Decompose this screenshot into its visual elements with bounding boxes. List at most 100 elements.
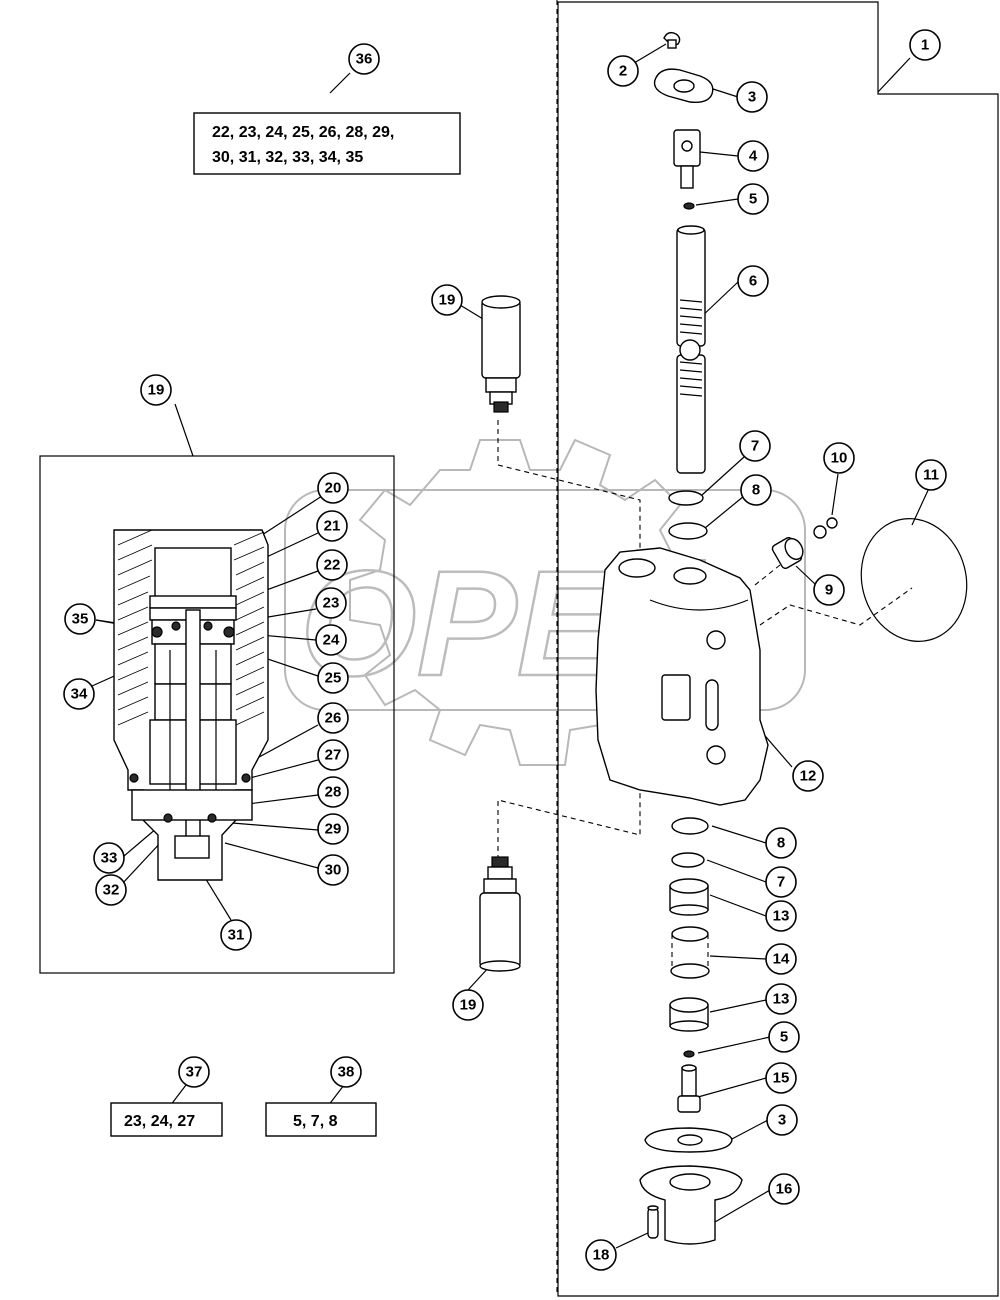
callout-14: 14 bbox=[765, 943, 797, 975]
callout-7-bottom: 7 bbox=[765, 866, 797, 898]
ball-part-5-bottom bbox=[683, 1050, 695, 1058]
svg-text:19: 19 bbox=[148, 382, 165, 399]
svg-text:7: 7 bbox=[751, 438, 759, 455]
svg-text:36: 36 bbox=[356, 51, 373, 68]
ball-part-5-top bbox=[683, 202, 695, 210]
svg-text:11: 11 bbox=[923, 467, 939, 484]
svg-text:33: 33 bbox=[101, 850, 118, 867]
svg-text:1: 1 bbox=[921, 37, 929, 54]
svg-text:19: 19 bbox=[439, 292, 456, 309]
ring-part-8-bottom bbox=[671, 817, 709, 835]
callout-27: 27 bbox=[317, 739, 349, 771]
oring-part-11 bbox=[860, 518, 968, 642]
ring-part-8-top bbox=[668, 522, 708, 540]
pin-part-15 bbox=[677, 1064, 701, 1113]
callout-23: 23 bbox=[315, 587, 347, 619]
callout-32: 32 bbox=[95, 874, 127, 906]
callout-8-bottom: 8 bbox=[765, 827, 797, 859]
screw-part-2 bbox=[663, 31, 681, 49]
svg-text:22: 22 bbox=[324, 557, 341, 574]
callout-3-bottom: 3 bbox=[766, 1104, 798, 1136]
callout-38: 38 bbox=[330, 1056, 362, 1088]
ring-part-7-top bbox=[668, 490, 704, 506]
callout-8-top: 8 bbox=[740, 474, 772, 506]
callout-22: 22 bbox=[316, 549, 348, 581]
ring-part-7-bottom bbox=[671, 852, 705, 868]
callout-1: 1 bbox=[909, 29, 941, 61]
callout-31: 31 bbox=[220, 919, 252, 951]
svg-text:5: 5 bbox=[749, 191, 757, 208]
svg-text:3: 3 bbox=[778, 1112, 786, 1129]
callout-5-bottom: 5 bbox=[768, 1021, 800, 1053]
callout-30: 30 bbox=[317, 854, 349, 886]
svg-text:30: 30 bbox=[325, 862, 342, 879]
main-stack-parts bbox=[595, 31, 968, 1245]
callout-9: 9 bbox=[813, 574, 845, 606]
svg-text:31: 31 bbox=[228, 927, 245, 944]
svg-text:14: 14 bbox=[773, 951, 790, 968]
svg-text:9: 9 bbox=[825, 582, 833, 599]
cartridge-valve-19-top bbox=[481, 295, 521, 413]
housing-part-12 bbox=[595, 547, 769, 806]
kit-36-line-2: 30, 31, 32, 33, 34, 35 bbox=[212, 149, 363, 166]
svg-text:34: 34 bbox=[71, 686, 88, 703]
callout-11: 11 bbox=[915, 459, 947, 491]
svg-text:20: 20 bbox=[325, 480, 342, 497]
svg-text:16: 16 bbox=[776, 1181, 793, 1198]
svg-text:27: 27 bbox=[325, 747, 342, 764]
svg-text:6: 6 bbox=[749, 273, 757, 290]
svg-text:24: 24 bbox=[323, 632, 340, 649]
svg-text:29: 29 bbox=[325, 821, 342, 838]
fitting-part-10 bbox=[813, 517, 838, 539]
callout-20: 20 bbox=[317, 472, 349, 504]
svg-text:26: 26 bbox=[325, 710, 342, 727]
svg-text:28: 28 bbox=[325, 784, 342, 801]
callout-26: 26 bbox=[317, 702, 349, 734]
svg-text:13: 13 bbox=[773, 908, 790, 925]
svg-text:38: 38 bbox=[338, 1064, 355, 1081]
svg-text:32: 32 bbox=[103, 882, 120, 899]
svg-text:19: 19 bbox=[460, 997, 477, 1014]
svg-text:8: 8 bbox=[777, 835, 785, 852]
callout-19-bottom: 19 bbox=[452, 989, 484, 1021]
callout-35: 35 bbox=[64, 603, 96, 635]
svg-text:8: 8 bbox=[752, 482, 760, 499]
sleeve-part-14 bbox=[670, 926, 710, 979]
callout-4: 4 bbox=[737, 140, 769, 172]
callout-5-top: 5 bbox=[737, 183, 769, 215]
kit-box-36: 22, 23, 24, 25, 26, 28, 29, 30, 31, 32, … bbox=[193, 112, 461, 175]
kit-38-text: 5, 7, 8 bbox=[293, 1113, 338, 1130]
svg-text:13: 13 bbox=[773, 991, 790, 1008]
kit-36-line-1: 22, 23, 24, 25, 26, 28, 29, bbox=[212, 124, 394, 141]
callout-2: 2 bbox=[607, 55, 639, 87]
svg-text:4: 4 bbox=[749, 148, 758, 165]
svg-text:15: 15 bbox=[773, 1070, 790, 1087]
callout-13-bottom: 13 bbox=[765, 983, 797, 1015]
kit-37-text: 23, 24, 27 bbox=[124, 1113, 195, 1130]
callout-21: 21 bbox=[316, 510, 348, 542]
callout-7-top: 7 bbox=[739, 430, 771, 462]
callout-24: 24 bbox=[315, 624, 347, 656]
callout-15: 15 bbox=[765, 1062, 797, 1094]
callout-19-top: 19 bbox=[431, 284, 463, 316]
svg-text:37: 37 bbox=[186, 1064, 203, 1081]
callout-34: 34 bbox=[63, 678, 95, 710]
callout-25: 25 bbox=[317, 662, 349, 694]
kit-box-38: 5, 7, 8 bbox=[265, 1102, 377, 1137]
callout-19-detail: 19 bbox=[140, 374, 172, 406]
detail-view-frame bbox=[39, 455, 395, 974]
svg-text:5: 5 bbox=[780, 1029, 788, 1046]
svg-text:35: 35 bbox=[72, 611, 89, 628]
callout-33: 33 bbox=[93, 842, 125, 874]
svg-text:3: 3 bbox=[748, 89, 756, 106]
svg-text:23: 23 bbox=[323, 595, 340, 612]
callout-37: 37 bbox=[178, 1056, 210, 1088]
callout-12: 12 bbox=[792, 760, 824, 792]
svg-text:7: 7 bbox=[777, 874, 785, 891]
plug-part-9 bbox=[771, 537, 804, 569]
callout-13-top: 13 bbox=[765, 900, 797, 932]
dashed-alignment-lines bbox=[497, 0, 913, 1296]
assembly-outline bbox=[557, 1, 999, 1297]
callout-3-top: 3 bbox=[736, 81, 768, 113]
